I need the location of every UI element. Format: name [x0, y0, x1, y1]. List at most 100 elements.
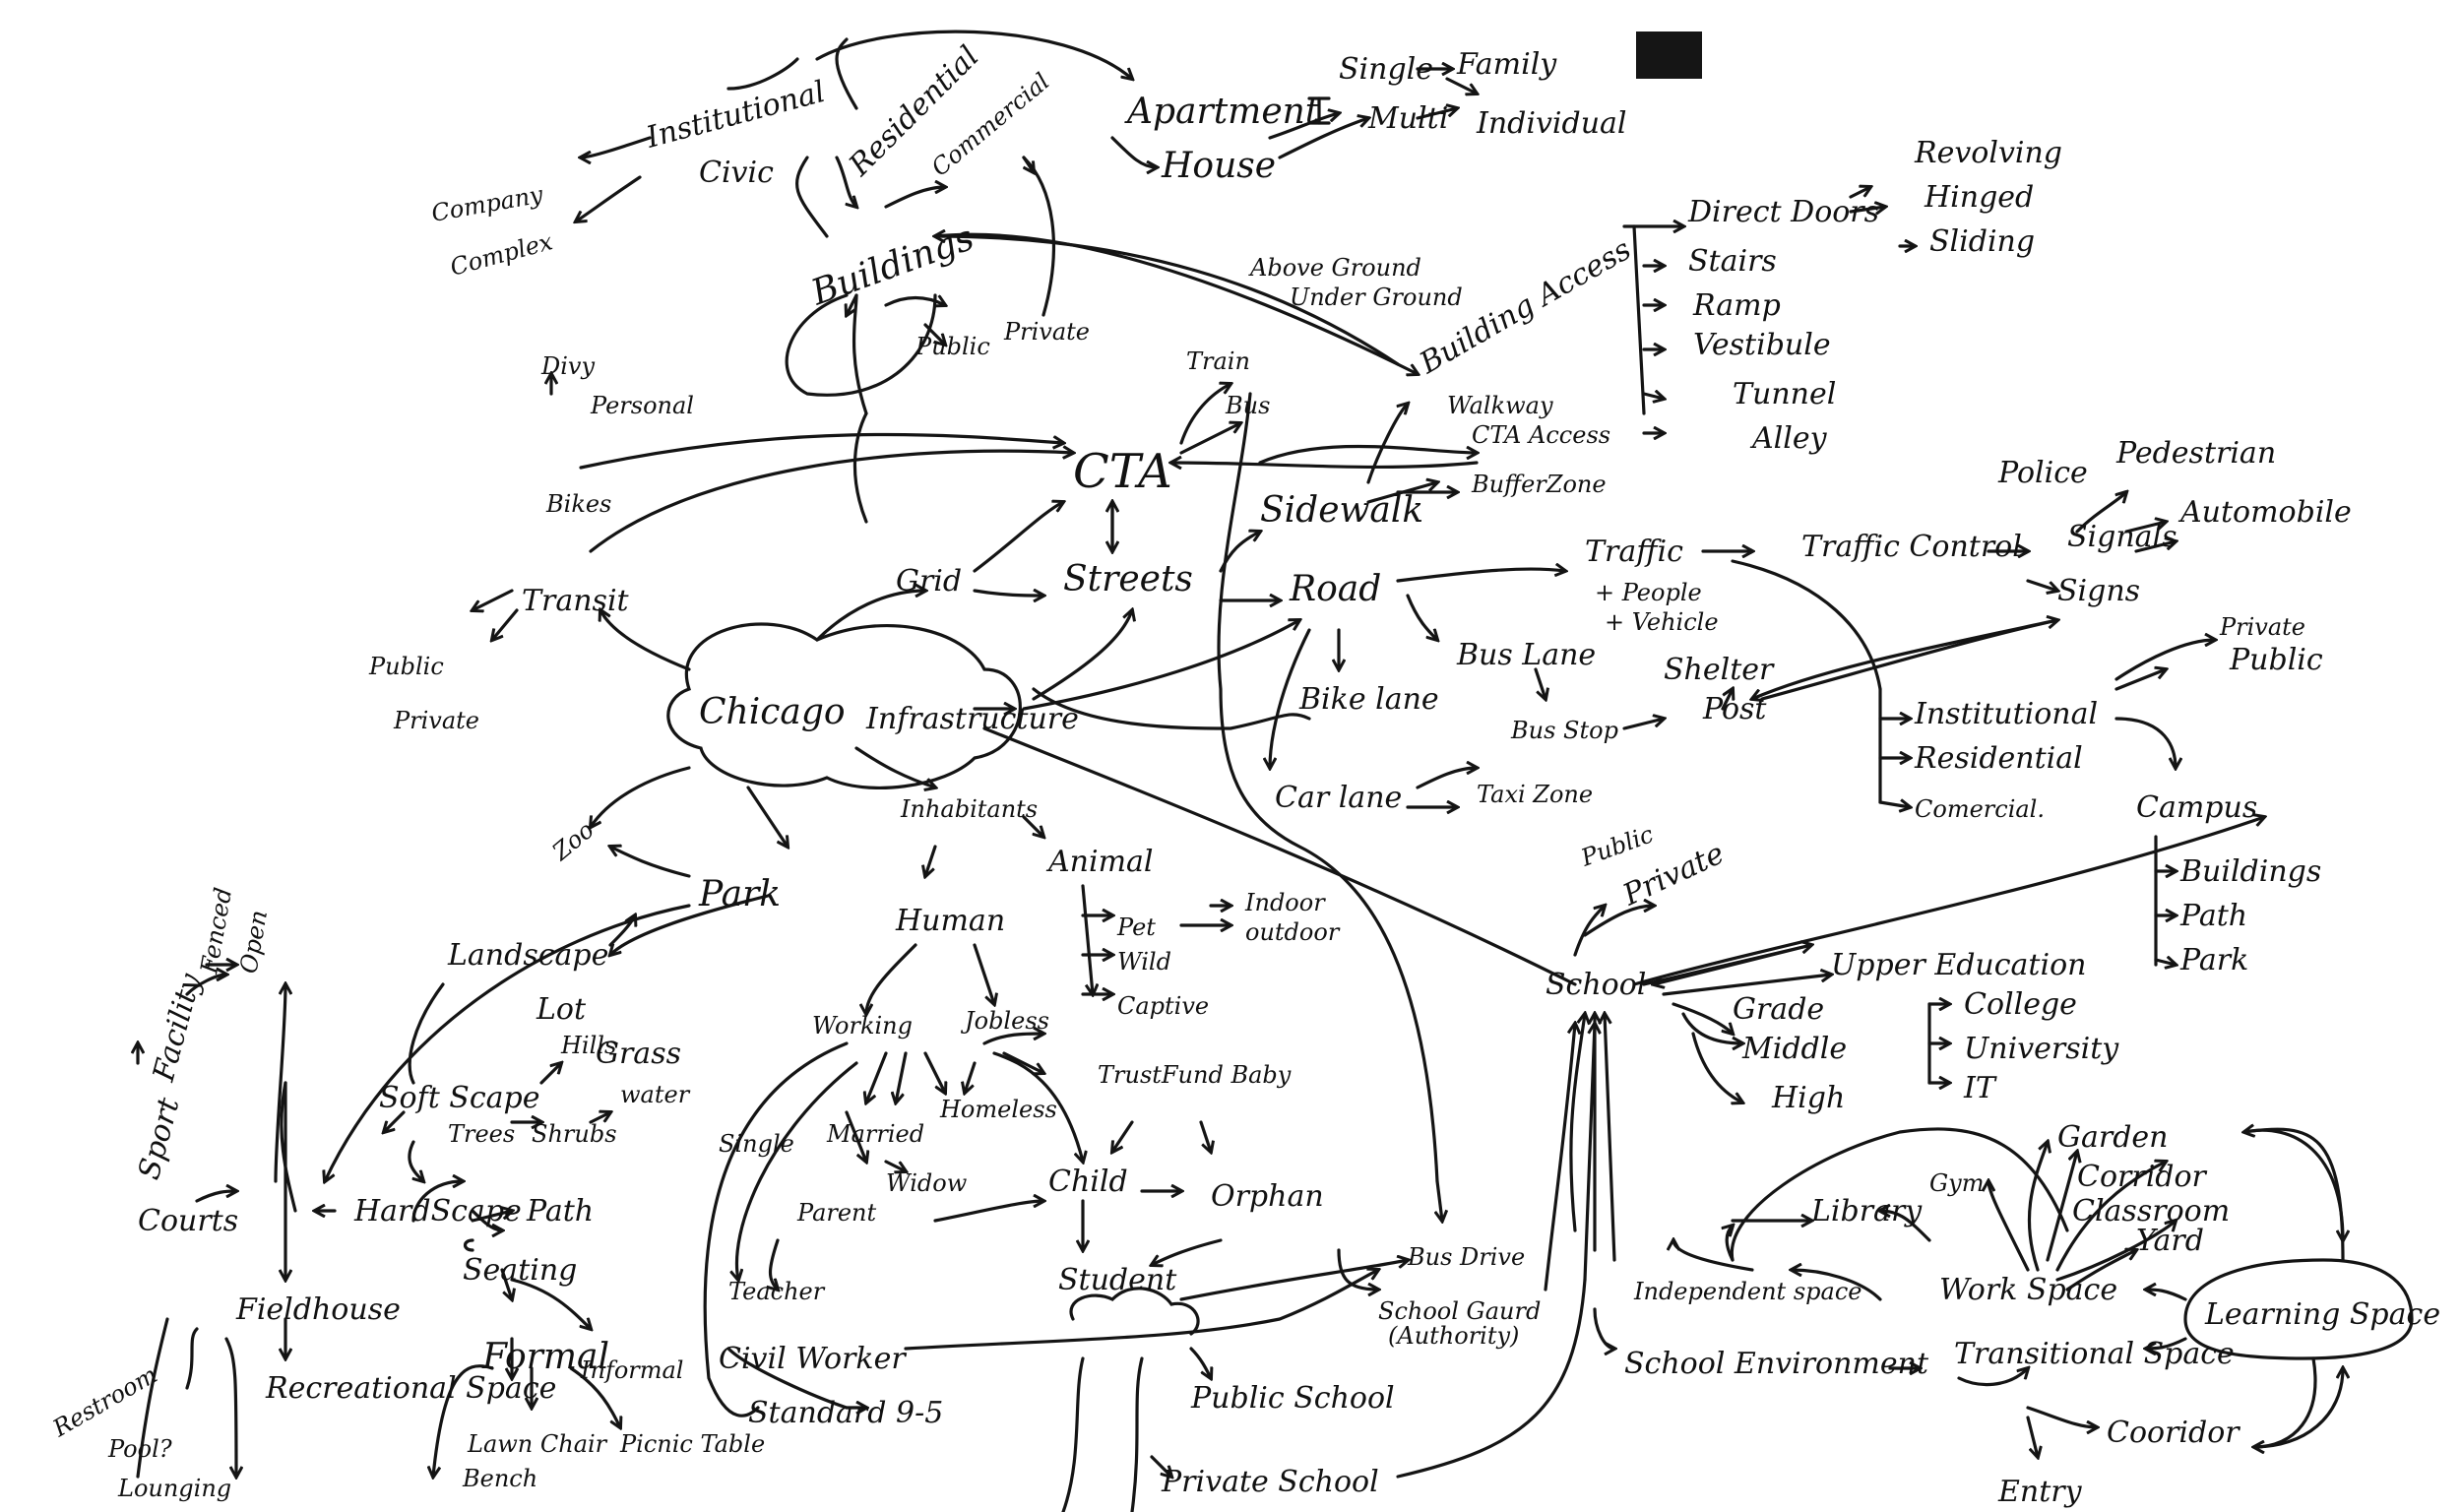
node-pool: Pool?: [107, 1435, 172, 1463]
node-gym: Gym: [1929, 1169, 1985, 1197]
node-car-lane: Car lane: [1275, 781, 1402, 815]
node-sliding: Sliding: [1929, 224, 2035, 259]
node-revolving: Revolving: [1914, 136, 2062, 170]
node-fieldhouse: Fieldhouse: [235, 1292, 401, 1327]
node-seating: Seating: [463, 1253, 577, 1288]
node-bikes-divy: Divy: [540, 352, 595, 380]
node-campus-path: Path: [2179, 899, 2247, 933]
node-public-school: Public School: [1190, 1381, 1395, 1416]
node-teacher: Teacher: [728, 1278, 826, 1305]
node-grass: Grass: [596, 1037, 681, 1071]
node-traffic: Traffic: [1585, 535, 1683, 569]
node-independent-space: Independent space: [1633, 1278, 1862, 1305]
node-sidewalk: Sidewalk: [1260, 490, 1423, 531]
node-water: water: [620, 1081, 691, 1108]
node-residential-r: Residential: [1914, 741, 2083, 776]
node-automobile: Automobile: [2177, 495, 2352, 530]
node-upper-education: Upper Education: [1831, 948, 2086, 982]
node-bus-drive: Bus Drive: [1407, 1243, 1525, 1271]
node-private-school: Private School: [1161, 1465, 1379, 1499]
node-public-r: Public: [2229, 643, 2323, 677]
node-police: Police: [1997, 456, 2088, 490]
learning-space-ellipse: [2183, 1258, 2414, 1360]
node-stairs: Stairs: [1688, 244, 1777, 279]
node-traffic-vehicle: + Vehicle: [1605, 608, 1719, 636]
node-house: House: [1161, 146, 1276, 186]
node-multi: Multi: [1367, 101, 1448, 136]
node-it: IT: [1963, 1071, 1997, 1105]
node-shrubs: Shrubs: [532, 1120, 617, 1148]
node-grid: Grid: [896, 564, 962, 598]
node-traffic-people: + People: [1595, 579, 1702, 606]
node-grade: Grade: [1733, 992, 1824, 1027]
node-middle: Middle: [1741, 1032, 1847, 1066]
node-school: School: [1546, 968, 1646, 1002]
node-civil-worker: Civil Worker: [719, 1342, 907, 1376]
node-trustfund-baby: TrustFund Baby: [1098, 1061, 1292, 1089]
node-private-b: Private: [1003, 318, 1090, 346]
node-informal: Informal: [580, 1356, 683, 1384]
node-indoor: Indoor: [1244, 889, 1326, 916]
node-tunnel: Tunnel: [1733, 377, 1836, 411]
node-pet: Pet: [1116, 914, 1156, 941]
node-vestibule: Vestibule: [1693, 328, 1831, 362]
node-campus: Campus: [2136, 790, 2257, 825]
node-alley: Alley: [1749, 421, 1828, 456]
node-learning-space: Learning Space: [2204, 1297, 2440, 1332]
node-inhabitants: Inhabitants: [900, 795, 1038, 823]
node-private-r: Private: [2219, 613, 2305, 641]
node-streets: Streets: [1063, 559, 1193, 599]
node-campus-park: Park: [2179, 943, 2248, 977]
node-classroom: Classroom: [2072, 1194, 2230, 1228]
node-institutional-r: Institutional: [1914, 697, 2098, 731]
node-trees: Trees: [448, 1120, 515, 1148]
node-married: Married: [826, 1120, 924, 1148]
node-widow: Widow: [886, 1169, 968, 1197]
node-above-ground: Above Ground: [1248, 254, 1421, 282]
node-single: Single: [1339, 52, 1433, 87]
node-traffic-control: Traffic Control: [1801, 530, 2022, 564]
node-student: Student: [1058, 1263, 1177, 1297]
node-captive: Captive: [1117, 992, 1209, 1020]
node-signs: Signs: [2057, 574, 2140, 608]
node-under-ground: Under Ground: [1290, 284, 1463, 311]
node-hinged: Hinged: [1924, 180, 2034, 215]
node-bus-stop: Bus Stop: [1510, 717, 1618, 744]
node-chicago: Chicago: [699, 692, 846, 732]
node-school-environment: School Environment: [1624, 1347, 1929, 1381]
node-bike-lane: Bike lane: [1298, 682, 1439, 717]
node-individual: Individual: [1476, 106, 1627, 141]
node-orphan: Orphan: [1211, 1179, 1324, 1214]
node-entry: Entry: [1997, 1475, 2083, 1509]
node-single-h: Single: [719, 1130, 794, 1158]
node-softscape: Soft Scape: [379, 1081, 540, 1115]
node-yard: Yard: [2136, 1224, 2204, 1258]
node-standard-9-5: Standard 9-5: [748, 1396, 943, 1430]
ink-blot: [1636, 32, 1702, 79]
node-transit: Transit: [522, 584, 630, 618]
node-shelter: Shelter: [1664, 653, 1775, 687]
node-sport: Sport: [132, 1094, 187, 1183]
chicago-cloud: [666, 622, 1022, 789]
node-jobless: Jobless: [960, 1007, 1049, 1035]
node-civic: Civic: [699, 156, 774, 190]
node-post: Post: [1702, 692, 1767, 726]
node-fenced: Fenced: [195, 886, 237, 977]
node-family: Family: [1456, 47, 1557, 82]
node-buffer-zone: BufferZone: [1471, 471, 1607, 498]
connectors: [138, 30, 2414, 1512]
node-recreational-space: Recreational Space: [265, 1371, 556, 1406]
node-hills: Hills: [560, 1032, 616, 1059]
node-wild: Wild: [1117, 948, 1171, 976]
node-hardscape: HardScape: [353, 1194, 522, 1228]
node-bus-lane: Bus Lane: [1456, 638, 1596, 672]
node-park: Park: [698, 874, 781, 914]
node-corridor: Corridor: [2077, 1160, 2208, 1194]
node-high: High: [1771, 1081, 1845, 1115]
node-cta: CTA: [1073, 444, 1172, 499]
node-company: Company: [429, 180, 545, 226]
node-courts: Courts: [138, 1204, 238, 1238]
node-cta-bus: Bus: [1225, 392, 1270, 419]
node-cta-access: CTA Access: [1472, 421, 1610, 449]
